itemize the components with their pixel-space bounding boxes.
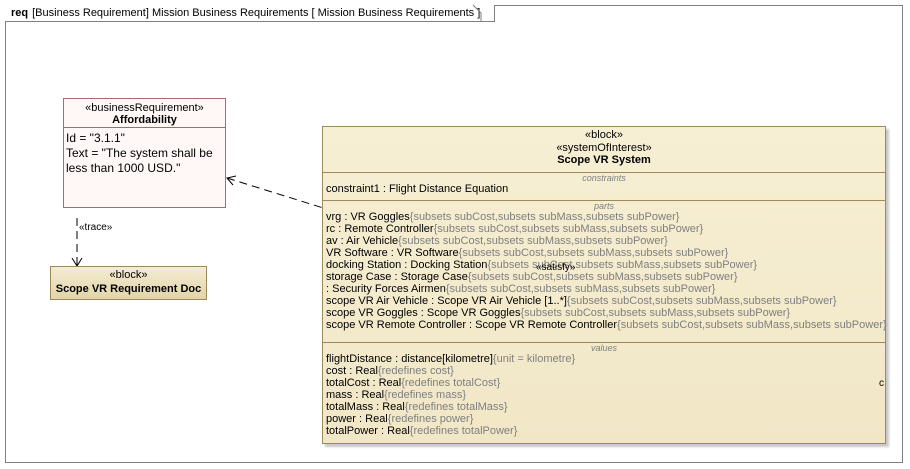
part-row[interactable]: scope VR Goggles : Scope VR Goggles{subs… (323, 307, 885, 319)
requirement-doc-block[interactable]: «block» Scope VR Requirement Doc (50, 266, 207, 300)
doc-block-stereotype: «block» (109, 269, 148, 281)
part-row-text: scope VR Air Vehicle : Scope VR Air Vehi… (326, 295, 567, 307)
part-row[interactable]: vrg : VR Goggles{subsets subCost,subsets… (323, 211, 885, 223)
value-row-constraint: {redefines power} (387, 413, 474, 425)
value-row-constraint: {redefines totalCost} (401, 377, 501, 389)
part-row-constraint: {subsets subCost,subsets subMass,subsets… (398, 235, 668, 247)
constraints-title: constraints (582, 173, 626, 183)
part-row-constraint: {subsets subCost,subsets subMass,subsets… (617, 319, 887, 331)
part-row[interactable]: av : Air Vehicle{subsets subCost,subsets… (323, 235, 885, 247)
part-row-text: VR Software : VR Software (326, 247, 459, 259)
part-row-text: storage Case : Storage Case (326, 271, 468, 283)
system-stereotype-interest: «systemOfInterest» (556, 141, 652, 154)
values-compartment: values flightDistance : distance[kilomet… (323, 343, 885, 437)
part-row-text: scope VR Goggles : Scope VR Goggles (326, 307, 521, 319)
part-row[interactable]: scope VR Air Vehicle : Scope VR Air Vehi… (323, 295, 885, 307)
system-block-name: Scope VR System (557, 154, 651, 166)
part-row-constraint: {subsets subCost,subsets subMass,subsets… (409, 211, 680, 223)
part-row[interactable]: VR Software : VR Software{subsets subCos… (323, 247, 885, 259)
requirement-stereotype: «businessRequirement» (85, 102, 204, 114)
part-row-text: : Security Forces Airmen (326, 283, 446, 295)
value-row-constraint: {redefines totalMass} (404, 401, 508, 413)
part-row-constraint: {subsets subCost,subsets subMass,subsets… (566, 295, 837, 307)
value-row-text: totalPower : Real (326, 425, 410, 437)
part-row[interactable]: : Security Forces Airmen{subsets subCost… (323, 283, 885, 295)
value-row-text: power : Real (326, 413, 388, 425)
requirement-text: Text = "The system shall be less than 10… (66, 146, 213, 175)
parts-title: parts (593, 201, 614, 211)
satisfy-label: «satisfy» (536, 262, 576, 273)
satisfy-end-marker: c (879, 378, 884, 389)
system-stereotype-block: «block» (585, 129, 623, 141)
trace-label: «trace» (79, 222, 113, 233)
doc-block-name: Scope VR Requirement Doc (55, 283, 202, 295)
diagram-title: [Business Requirement] Mission Business … (32, 7, 481, 19)
requirement-id: Id = "3.1.1" (66, 131, 125, 145)
value-row[interactable]: totalPower : Real{redefines totalPower} (323, 425, 885, 437)
scope-vr-system-block[interactable]: «block» «systemOfInterest» Scope VR Syst… (322, 126, 887, 444)
part-row[interactable]: storage Case : Storage Case{subsets subC… (323, 271, 885, 283)
value-row[interactable]: totalMass : Real{redefines totalMass} (323, 401, 885, 413)
part-row-constraint: {subsets subCost,subsets subMass,subsets… (433, 223, 704, 235)
constraint-row[interactable]: constraint1 : Flight Distance Equation (323, 183, 885, 195)
value-row[interactable]: cost : Real{redefines cost} (323, 365, 885, 377)
constraints-compartment: constraints constraint1 : Flight Distanc… (323, 173, 885, 201)
value-row[interactable]: power : Real{redefines power} (323, 413, 885, 425)
part-row-constraint: {subsets subCost,subsets subMass,subsets… (458, 247, 729, 259)
value-row-text: totalMass : Real (326, 401, 405, 413)
part-row-text: scope VR Remote Controller : Scope VR Re… (326, 319, 618, 331)
value-row-constraint: {unit = kilometre} (492, 353, 576, 365)
values-title: values (590, 343, 617, 353)
affordability-requirement[interactable]: «businessRequirement» Affordability Id =… (63, 98, 226, 208)
part-row-text: rc : Remote Controller (326, 223, 434, 235)
value-row-constraint: {redefines cost} (377, 365, 454, 377)
part-row-constraint: {subsets subCost,subsets subMass,subsets… (445, 283, 716, 295)
diagram-kind: req (11, 7, 29, 19)
constraint-row-text: constraint1 : Flight Distance Equation (326, 183, 509, 195)
value-row-text: cost : Real (326, 365, 378, 377)
part-row[interactable]: rc : Remote Controller{subsets subCost,s… (323, 223, 885, 235)
parts-compartment: parts vrg : VR Goggles{subsets subCost,s… (323, 201, 887, 343)
part-row-constraint: {subsets subCost,subsets subMass,subsets… (487, 259, 758, 271)
value-row-constraint: {redefines totalPower} (409, 425, 518, 437)
value-row[interactable]: mass : Real{redefines mass} (323, 389, 885, 401)
part-row-constraint: {subsets subCost,subsets subMass,subsets… (467, 271, 738, 283)
satisfy-arrowhead (226, 175, 237, 186)
diagram-header: req[Business Requirement] Mission Busine… (5, 5, 496, 22)
part-row[interactable]: docking Station : Docking Station{subset… (323, 259, 885, 271)
value-row-constraint: {redefines mass} (384, 389, 467, 401)
value-row-text: mass : Real (326, 389, 385, 401)
part-row-constraint: {subsets subCost,subsets subMass,subsets… (520, 307, 791, 319)
part-row-text: av : Air Vehicle (326, 235, 399, 247)
requirement-name: Affordability (112, 114, 177, 126)
value-row[interactable]: totalCost : Real{redefines totalCost} (323, 377, 885, 389)
part-row[interactable]: scope VR Remote Controller : Scope VR Re… (323, 319, 887, 331)
value-row[interactable]: flightDistance : distance[kilometre]{uni… (323, 353, 885, 365)
value-row-text: flightDistance : distance[kilometre] (326, 353, 493, 365)
part-row-text: docking Station : Docking Station (326, 259, 488, 271)
value-row-text: totalCost : Real (326, 377, 402, 389)
part-row-text: vrg : VR Goggles (326, 211, 410, 223)
